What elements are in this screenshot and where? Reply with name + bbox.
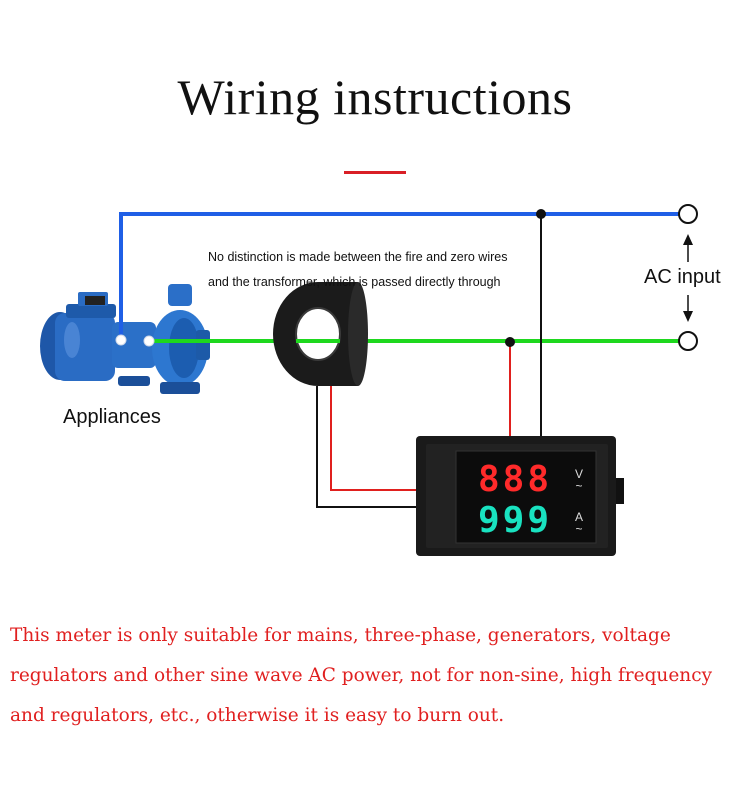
terminal-neutral bbox=[143, 335, 155, 347]
note-line-2: and the transformer, which is passed dir… bbox=[208, 275, 501, 289]
ac-symbol-a: ~ bbox=[575, 522, 582, 536]
arrow-up-icon bbox=[683, 234, 693, 262]
ac-input-label: AC input bbox=[644, 266, 721, 288]
water-pump-icon bbox=[40, 284, 210, 394]
title-underline bbox=[344, 171, 406, 174]
voltage-unit: V bbox=[575, 467, 583, 481]
live-wire bbox=[119, 212, 688, 340]
current-display: 999 bbox=[478, 500, 552, 541]
voltage-display: 888 bbox=[478, 459, 552, 500]
appliances-label: Appliances bbox=[63, 406, 161, 428]
panel-meter: 888 999 V ~ A ~ bbox=[416, 436, 624, 556]
ac-terminal-top bbox=[678, 204, 698, 224]
junction-dot-neutral bbox=[505, 337, 515, 347]
ac-terminal-bottom bbox=[678, 331, 698, 351]
ct-red-lead bbox=[330, 386, 416, 491]
warning-text: This meter is only suitable for mains, t… bbox=[0, 616, 750, 736]
page-title: Wiring instructions bbox=[177, 69, 573, 125]
ct-black-lead bbox=[316, 386, 416, 508]
ac-symbol-v: ~ bbox=[575, 479, 582, 493]
current-unit: A bbox=[575, 510, 583, 524]
terminal-live bbox=[115, 334, 127, 346]
arrow-down-icon bbox=[683, 295, 693, 322]
junction-dot-live bbox=[536, 209, 546, 219]
warning-line-1: This meter is only suitable for mains, t… bbox=[10, 625, 671, 646]
current-transformer-ring bbox=[273, 282, 368, 386]
warning-line-3: and regulators, etc., otherwise it is ea… bbox=[10, 705, 505, 726]
note-line-1: No distinction is made between the fire … bbox=[208, 250, 508, 264]
warning-line-2: regulators and other sine wave AC power,… bbox=[10, 665, 713, 686]
